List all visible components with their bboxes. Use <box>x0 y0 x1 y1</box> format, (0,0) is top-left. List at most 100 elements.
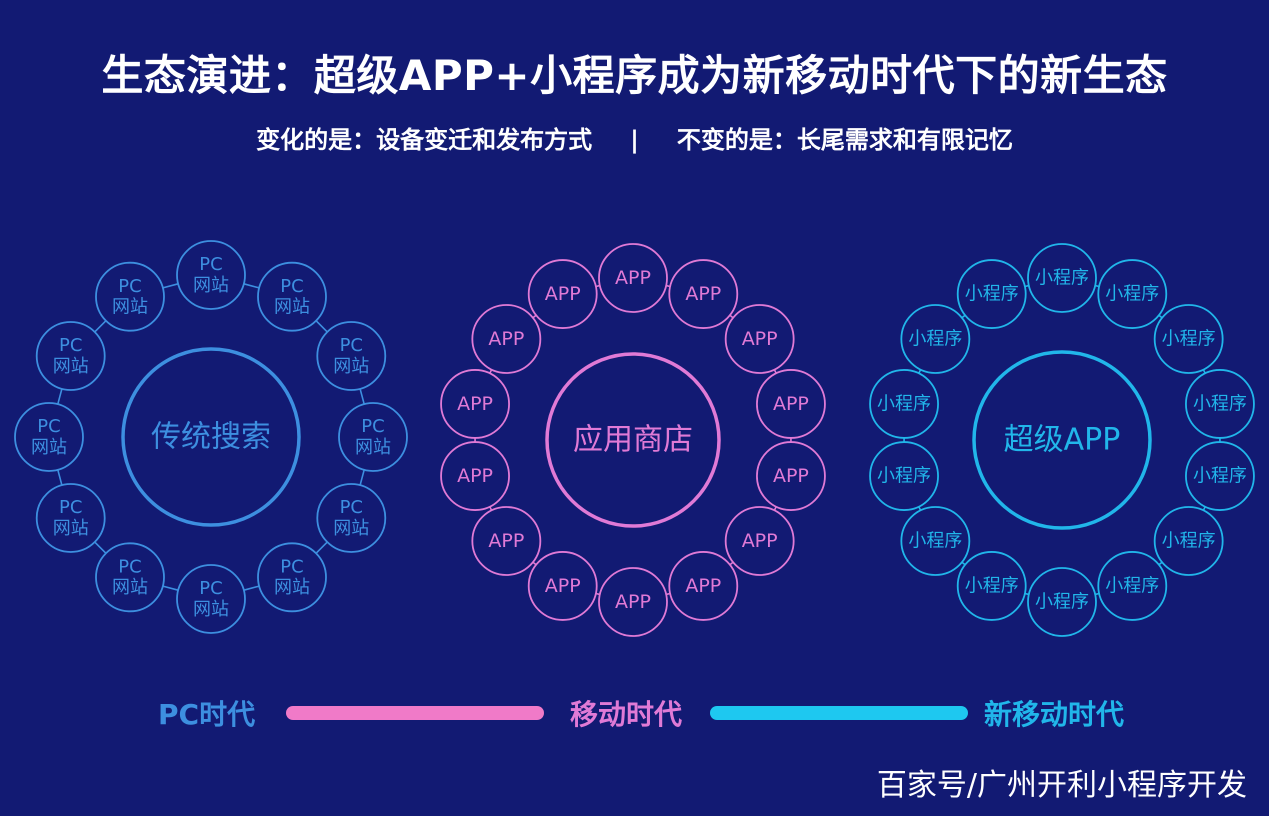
node-label: PC <box>340 335 363 356</box>
ring-node: 小程序 <box>869 441 939 511</box>
timeline-bar-mobile-to-new <box>710 706 968 720</box>
node-circle <box>1027 243 1097 313</box>
page-title: 生态演进：超级APP+小程序成为新移动时代下的新生态 <box>101 51 1168 100</box>
node-label: APP <box>457 465 493 487</box>
node-circle <box>35 483 106 553</box>
ring-connector <box>162 283 179 289</box>
node-circle <box>338 402 408 472</box>
era-label-mobile: 移动时代 <box>570 698 683 731</box>
ring-node: APP <box>471 304 542 374</box>
node-circle <box>1185 369 1255 439</box>
ring-node: APP <box>668 551 739 621</box>
ring-node: 小程序 <box>1153 304 1224 374</box>
node-label: 小程序 <box>908 328 962 349</box>
node-circle <box>668 551 739 621</box>
ring-node: 小程序 <box>1027 243 1097 313</box>
node-circle <box>869 441 939 511</box>
subtitle-left: 变化的是：设备变迁和发布方式 <box>256 126 593 154</box>
node-label: APP <box>488 530 524 552</box>
ring-node: APP <box>440 369 510 439</box>
center-label: 传统搜索 <box>151 420 271 455</box>
ring-connector <box>57 388 63 405</box>
era-label-pc: PC时代 <box>158 698 256 731</box>
ring-node: 小程序 <box>1185 369 1255 439</box>
node-circle <box>257 261 327 332</box>
node-label: 小程序 <box>1105 284 1159 305</box>
ring-node: APP <box>756 369 826 439</box>
node-label: 小程序 <box>965 575 1019 596</box>
node-label: 小程序 <box>1105 575 1159 596</box>
ring-connector <box>359 388 365 405</box>
ring-node: APP <box>598 243 668 313</box>
node-circle <box>724 304 795 374</box>
node-circle <box>900 304 971 374</box>
node-circle <box>257 542 327 613</box>
ring-connector <box>243 283 260 289</box>
ring-connector <box>162 585 179 591</box>
node-label: 网站 <box>112 297 148 318</box>
ring-node: 小程序 <box>1027 567 1097 637</box>
node-circle <box>1097 551 1168 621</box>
node-circle <box>598 243 668 313</box>
node-label: 小程序 <box>1162 531 1216 552</box>
node-circle <box>598 567 668 637</box>
ring-node: 小程序 <box>1153 506 1224 576</box>
node-label: 网站 <box>274 577 310 598</box>
node-label: PC <box>199 254 222 275</box>
ring-node: APP <box>471 506 542 576</box>
node-label: APP <box>488 328 524 350</box>
node-label: APP <box>773 465 809 487</box>
center-label: 超级APP <box>1004 423 1121 458</box>
ring-node: APP <box>724 506 795 576</box>
ring-node: APP <box>527 551 598 621</box>
node-label: APP <box>742 530 778 552</box>
node-circle <box>527 551 598 621</box>
node-label: APP <box>742 328 778 350</box>
ring-node: APP <box>440 441 510 511</box>
ring-node: 小程序 <box>900 304 971 374</box>
ring-node: APP <box>756 441 826 511</box>
node-label: PC <box>340 497 363 518</box>
center-circle <box>121 347 301 527</box>
node-circle <box>176 564 246 634</box>
node-circle <box>95 542 165 613</box>
node-label: 网站 <box>53 356 89 377</box>
ring-node: 小程序 <box>956 551 1027 621</box>
node-label: 小程序 <box>877 466 931 487</box>
center-circle <box>545 352 721 528</box>
node-label: 小程序 <box>965 284 1019 305</box>
node-label: 小程序 <box>1035 592 1089 613</box>
node-circle <box>756 441 826 511</box>
node-label: 小程序 <box>877 393 931 414</box>
center-circle <box>972 350 1152 530</box>
node-label: APP <box>685 575 721 597</box>
node-label: 小程序 <box>1193 393 1247 414</box>
node-circle <box>1153 304 1224 374</box>
node-label: 小程序 <box>1162 328 1216 349</box>
node-label: PC <box>199 578 222 599</box>
ring-connector <box>94 320 107 333</box>
node-circle <box>1153 506 1224 576</box>
node-circle <box>724 506 795 576</box>
ring-connector <box>57 469 63 486</box>
node-label: APP <box>773 393 809 415</box>
ring-node: APP <box>527 259 598 329</box>
cluster-app-store: APPAPPAPPAPPAPPAPPAPPAPPAPPAPPAPPAPPAPPA… <box>440 243 826 637</box>
node-label: APP <box>615 267 651 289</box>
node-circle <box>471 304 542 374</box>
node-label: 网站 <box>333 518 369 539</box>
node-label: 网站 <box>274 297 310 318</box>
cluster-super-app: 小程序小程序小程序小程序小程序小程序小程序小程序小程序小程序小程序小程序小程序小… <box>869 243 1255 637</box>
ring-node: 小程序 <box>869 369 939 439</box>
node-label: 网站 <box>53 518 89 539</box>
ring-node: 小程序 <box>1097 551 1168 621</box>
